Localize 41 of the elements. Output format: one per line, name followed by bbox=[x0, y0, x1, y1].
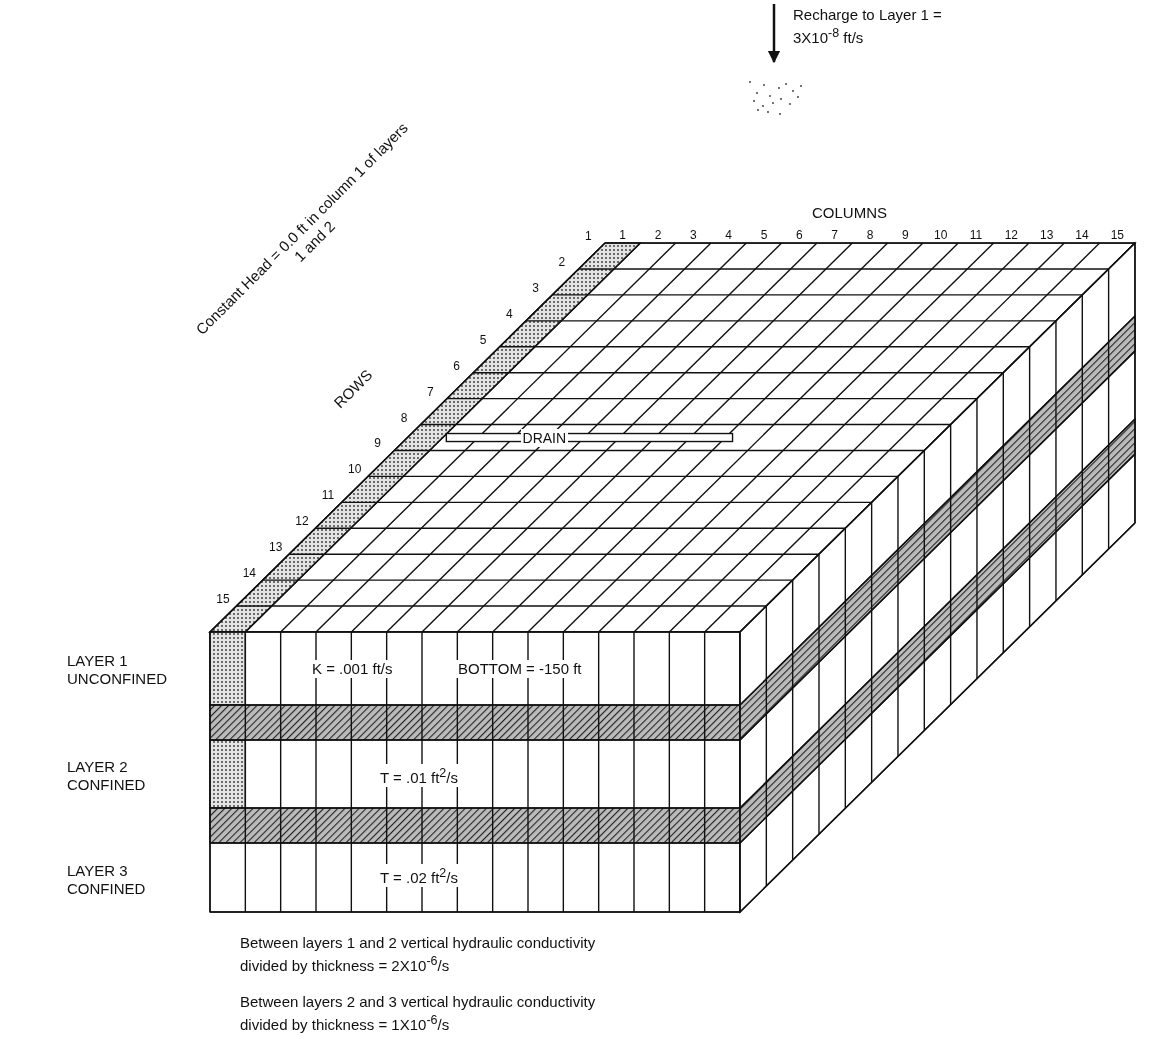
row-number: 4 bbox=[505, 305, 513, 323]
row-number: 9 bbox=[374, 435, 381, 453]
column-number: 8 bbox=[866, 227, 874, 244]
column-number: 14 bbox=[1075, 227, 1089, 244]
row-number: 7 bbox=[426, 383, 434, 401]
column-number: 10 bbox=[934, 227, 948, 244]
parameter-label: T = .01 ft$^{2}$/s bbox=[378, 764, 460, 787]
column-number: 2 bbox=[654, 227, 662, 244]
note: Between layers 1 and 2 vertical hydraulic conductivity divided by thickness = 2X10$^{-6}$/s bbox=[240, 934, 597, 975]
column-number: 3 bbox=[690, 227, 697, 244]
row-number: 10 bbox=[347, 461, 362, 479]
layer-label: LAYER 3 CONFINED bbox=[67, 862, 147, 898]
row-number: 12 bbox=[295, 513, 309, 531]
column-number: 7 bbox=[831, 227, 838, 244]
parameter-label: T = .02 ft$^{2}$/s bbox=[378, 864, 460, 887]
axis-title: COLUMNS bbox=[812, 204, 887, 222]
column-number: 9 bbox=[902, 227, 909, 244]
parameter-label: BOTTOM = -150 ft bbox=[456, 660, 584, 678]
parameter-label: K = .001 ft/s bbox=[310, 660, 395, 678]
column-number: 4 bbox=[725, 227, 732, 244]
column-number: 11 bbox=[969, 227, 983, 244]
column-number: 5 bbox=[760, 227, 768, 244]
row-number: 8 bbox=[400, 409, 408, 427]
row-number: 5 bbox=[479, 331, 487, 349]
layer-label: LAYER 2 CONFINED bbox=[67, 758, 147, 794]
row-number: 3 bbox=[532, 279, 539, 297]
column-number: 15 bbox=[1110, 227, 1124, 244]
row-number: 15 bbox=[216, 591, 230, 609]
recharge-label: Recharge to Layer 1 = 3X10$^{-8}$ ft/s bbox=[793, 6, 943, 47]
column-number: 12 bbox=[1004, 227, 1018, 244]
row-number: 11 bbox=[321, 487, 335, 505]
column-number: 13 bbox=[1040, 227, 1054, 244]
column-number: 1 bbox=[619, 227, 626, 244]
row-number: 6 bbox=[453, 357, 460, 375]
row-number: 13 bbox=[269, 539, 283, 557]
row-number: 14 bbox=[242, 565, 256, 583]
row-number: 1 bbox=[584, 228, 592, 246]
layer-label: LAYER 1 UNCONFINED bbox=[67, 652, 168, 688]
note: Between layers 2 and 3 vertical hydraulic conductivity divided by thickness = 1X10$^{-6}$/s bbox=[240, 993, 597, 1034]
column-number: 6 bbox=[796, 227, 803, 244]
row-number: 2 bbox=[558, 253, 566, 271]
